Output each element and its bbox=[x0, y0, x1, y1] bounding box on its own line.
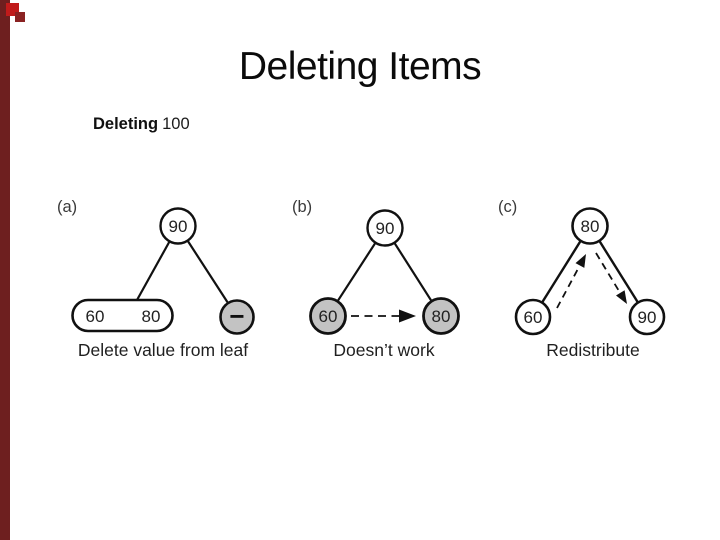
diagram-b-label: (b) bbox=[292, 198, 312, 216]
tree-b-edge-left bbox=[336, 242, 377, 302]
diagram-a-caption: Delete value from leaf bbox=[78, 340, 248, 360]
accent-square-bottom bbox=[15, 12, 25, 22]
tree-c-root-node bbox=[571, 207, 609, 245]
diagram-b: (b) 90 60 80 Doesn’t work bbox=[292, 198, 460, 360]
tree-a-leaf-pill bbox=[71, 298, 174, 333]
subtitle-value: 100 bbox=[162, 115, 190, 133]
tree-a-edge-left bbox=[136, 240, 171, 301]
tree-c-right-value: 90 bbox=[638, 308, 657, 327]
diagram-c: (c) 80 60 90 Redistribute bbox=[498, 198, 666, 360]
tree-b-root-node bbox=[366, 209, 404, 247]
subtitle-label: Deleting bbox=[93, 115, 159, 133]
tree-a-leaf-value-left: 60 bbox=[86, 307, 105, 326]
tree-a-edge-right bbox=[186, 239, 229, 304]
arrowhead-up-icon bbox=[575, 254, 586, 268]
tree-c-right-node bbox=[628, 298, 666, 336]
slide-title: Deleting Items bbox=[238, 45, 482, 88]
tree-c-root-value: 80 bbox=[581, 217, 600, 236]
tree-c-edge-left bbox=[540, 240, 582, 304]
tree-b-root-value: 90 bbox=[376, 219, 395, 238]
diagram-a-label: (a) bbox=[57, 198, 77, 216]
diagram-b-caption: Doesn’t work bbox=[333, 340, 434, 360]
arrowhead-down-icon bbox=[616, 290, 627, 304]
diagram-a: (a) 90 60 80 − Delete value from leaf bbox=[57, 198, 255, 360]
tree-c-edge-right bbox=[598, 240, 640, 304]
accent-bar bbox=[0, 0, 10, 540]
tree-a-root-node bbox=[159, 207, 197, 245]
tree-b-edge-right bbox=[393, 242, 433, 302]
diagram-c-label: (c) bbox=[498, 198, 517, 216]
tree-b-right-value: 80 bbox=[432, 307, 451, 326]
tree-b-left-node bbox=[309, 297, 347, 335]
tree-c-left-value: 60 bbox=[524, 308, 543, 327]
dashed-arrow-down-line bbox=[595, 252, 620, 292]
diagram-c-caption: Redistribute bbox=[546, 340, 639, 360]
minus-icon: − bbox=[229, 301, 244, 331]
tree-b-right-node bbox=[422, 297, 460, 335]
tree-c-left-node bbox=[514, 298, 552, 336]
tree-b-left-value: 60 bbox=[319, 307, 338, 326]
tree-a-leaf-value-right: 80 bbox=[142, 307, 161, 326]
tree-a-deleted-node bbox=[219, 299, 255, 335]
arrowhead-right-icon bbox=[399, 309, 416, 323]
tree-a-root-value: 90 bbox=[169, 217, 188, 236]
dashed-arrow-up-line bbox=[556, 266, 580, 309]
